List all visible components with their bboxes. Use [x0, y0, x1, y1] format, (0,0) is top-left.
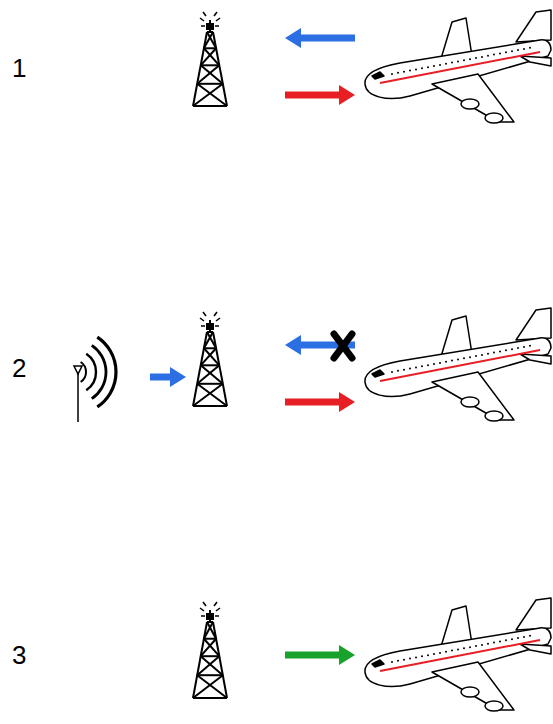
airplane	[365, 598, 551, 711]
signal-arrow	[285, 392, 355, 412]
airplane	[365, 308, 551, 421]
radio-tower	[193, 12, 227, 106]
signal-arrow	[285, 645, 355, 665]
row-number: 1	[12, 55, 26, 81]
signal-arrow	[285, 28, 355, 48]
radio-tower	[193, 312, 227, 406]
signal-arrow	[150, 367, 186, 387]
jammer-antenna	[74, 337, 116, 422]
airplane	[365, 10, 551, 123]
row-number: 2	[12, 355, 26, 381]
row-number: 3	[12, 642, 26, 668]
signal-arrow	[285, 85, 355, 105]
blocked-mark	[334, 334, 352, 358]
radio-tower	[193, 602, 227, 698]
